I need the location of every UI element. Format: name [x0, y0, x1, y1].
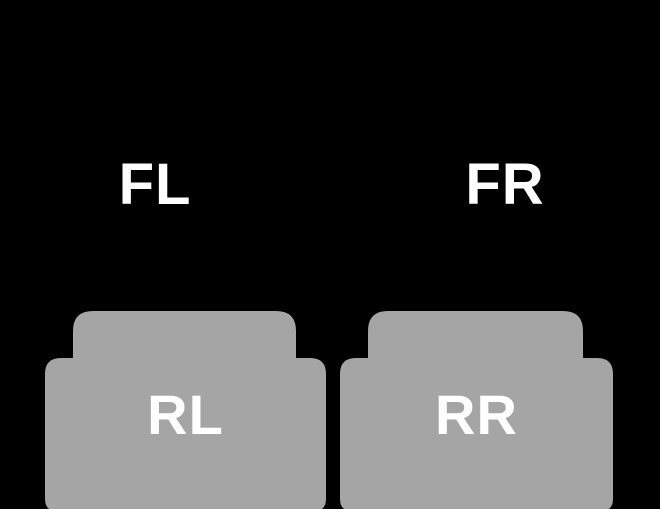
rear-right-mat-path	[340, 311, 613, 509]
front-left-label: FL	[118, 152, 192, 217]
rear-right-mat-shape-icon	[340, 311, 613, 509]
rear-left-mat-path	[45, 311, 326, 509]
rear-left-label: RL	[147, 383, 224, 446]
front-right-label: FR	[465, 152, 545, 217]
rear-right-label: RR	[435, 383, 518, 446]
rear-right-mat: RR	[340, 311, 613, 509]
rear-left-mat: RL	[45, 311, 326, 509]
rear-left-mat-shape-icon	[45, 311, 326, 509]
